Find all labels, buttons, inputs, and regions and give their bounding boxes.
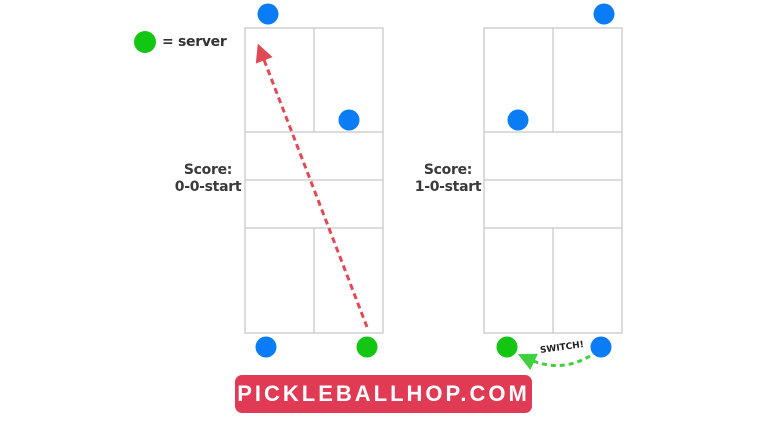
score-right: Score: 1-0-start <box>408 162 488 196</box>
site-banner: PICKLEBALLHOP.COM <box>235 375 532 413</box>
score-left: Score: 0-0-start <box>168 162 248 196</box>
legend: = server <box>134 31 227 53</box>
score-value: 1-0-start <box>414 179 482 195</box>
serve-arrow <box>255 43 369 328</box>
score-label: Score: <box>183 162 233 178</box>
receiver-dot-icon <box>257 3 279 25</box>
server-dot-icon <box>356 336 378 358</box>
receiver-dot-icon <box>338 109 360 131</box>
score-label: Score: <box>423 162 473 178</box>
receiver-dot-icon <box>255 336 277 358</box>
switch-arrow <box>517 353 591 370</box>
receiver-dot-icon <box>593 3 615 25</box>
receiver-dot-icon <box>590 336 612 358</box>
court-left <box>244 27 384 334</box>
court-right <box>483 27 623 334</box>
score-value: 0-0-start <box>174 179 242 195</box>
server-dot-icon <box>134 31 156 53</box>
legend-label: = server <box>162 34 227 50</box>
server-dot-icon <box>496 336 518 358</box>
receiver-dot-icon <box>507 109 529 131</box>
